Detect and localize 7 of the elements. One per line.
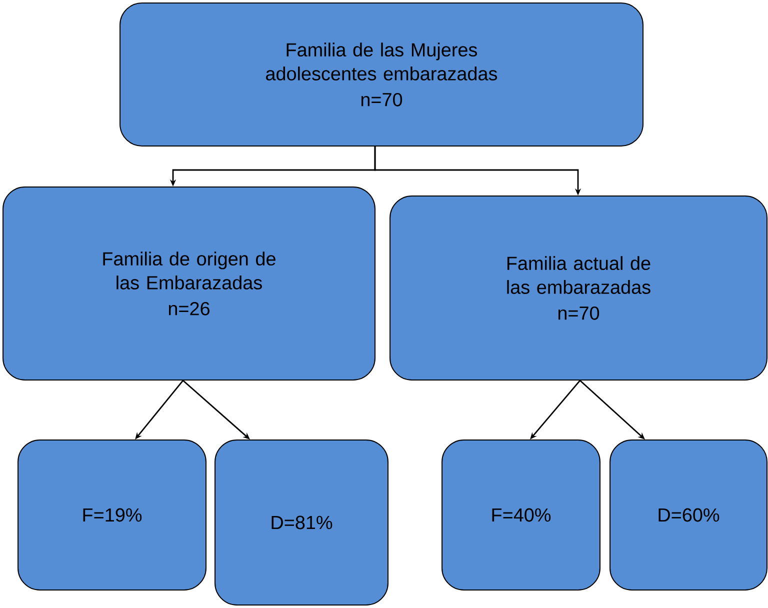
rounded-box: D=81%: [214, 440, 388, 606]
rounded-box: D=60%: [610, 440, 768, 590]
rounded-box: F=40%: [442, 440, 600, 590]
rounded-box: Familia de origen de las Embarazadas n=26: [2, 186, 376, 380]
rounded-box: F=19%: [18, 440, 206, 590]
rounded-box: Familia actual de las embarazadas n=70: [390, 196, 768, 380]
rounded-box: Familia de las Mujeres adolescentes embarazadas n=70: [120, 2, 644, 146]
